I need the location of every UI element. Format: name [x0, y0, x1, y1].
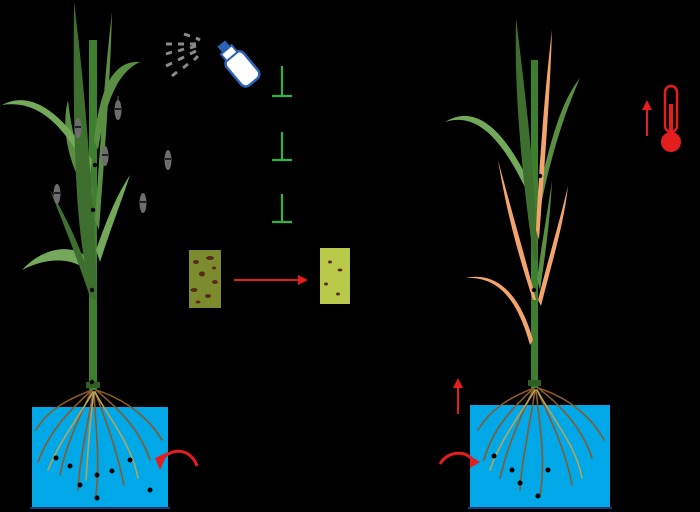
inhibition-symbol-icon: [272, 66, 292, 98]
insect-icon: [74, 118, 82, 138]
temperature-up-arrow-head: [642, 100, 652, 110]
right-stressed-leaves: [465, 30, 568, 345]
spray-bottle-icon: [217, 40, 261, 88]
thermometer-icon: [661, 84, 681, 152]
insect-icon: [139, 193, 147, 213]
right-panel: [438, 18, 681, 509]
inhibition-symbols: [272, 66, 292, 224]
left-water-particles: [53, 455, 153, 501]
inhibition-symbol-icon: [272, 132, 292, 162]
insects: [53, 96, 172, 213]
inhibition-symbol-icon: [272, 194, 292, 224]
insect-icon: [101, 146, 109, 166]
curved-arrow-head: [155, 452, 168, 470]
up-arrow-head: [453, 378, 463, 388]
improvement-arrow-head: [298, 275, 308, 285]
left-leaves: [2, 2, 140, 300]
right-leaf-particles: [531, 173, 543, 293]
right-roots: [477, 387, 605, 496]
left-leaf-particles: [89, 162, 98, 385]
infected-leaf-patch: [189, 250, 221, 308]
spray-mist: [165, 32, 201, 78]
insect-icon: [53, 184, 61, 204]
insect-icon: [114, 96, 122, 120]
left-roots: [35, 389, 163, 496]
right-water-particles: [491, 453, 551, 499]
center-section: [165, 32, 350, 308]
insect-icon: [164, 150, 172, 170]
curved-arrow-head: [470, 456, 480, 468]
left-panel: [2, 2, 199, 509]
left-stem-node: [86, 382, 100, 388]
recovered-leaf-patch: [320, 248, 350, 304]
right-stem-node: [528, 380, 541, 386]
